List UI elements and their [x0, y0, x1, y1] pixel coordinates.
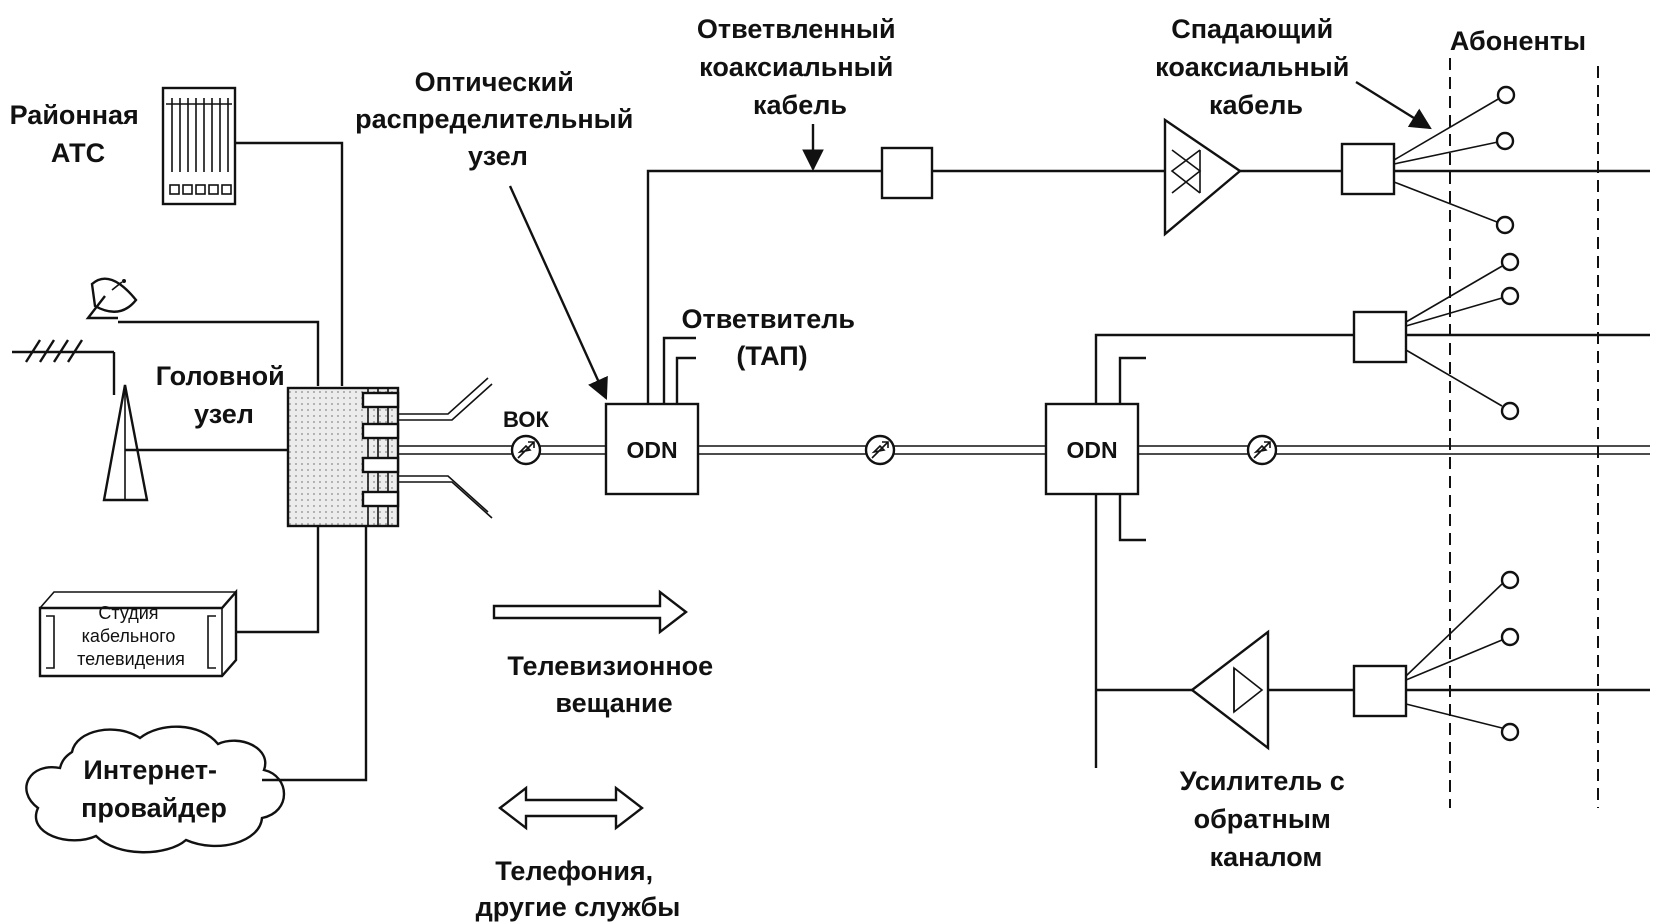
- tv-studio-icon: [38, 588, 238, 678]
- fiber-label: ВОК: [503, 407, 549, 432]
- transmitter-tower-icon: [102, 384, 149, 502]
- headend-outputs: [398, 377, 606, 519]
- satellite-link: [118, 320, 320, 386]
- pbx-icon: [161, 86, 237, 206]
- tap-label: Ответвитель (ТАП): [681, 304, 862, 371]
- legend-tv-label: Телевизионное вещание: [507, 651, 720, 718]
- fiber-splice-icon: [510, 434, 542, 466]
- tap-stub-1: [662, 336, 696, 404]
- top-subscriber-tap: [1340, 142, 1396, 196]
- cloud-icon: [25, 725, 286, 854]
- legend-tv-arrow: [492, 589, 688, 635]
- top-tap-box: [880, 146, 934, 200]
- mid-drops: [1405, 252, 1520, 421]
- subscribers-label: Абоненты: [1450, 26, 1586, 56]
- headend-block: [286, 386, 400, 528]
- optical-node-label: Оптический распределительный узел: [355, 67, 641, 171]
- satellite-dish-icon: [85, 277, 138, 320]
- odn-node-1: [604, 402, 700, 496]
- isp-label: Интернет- провайдер: [81, 755, 227, 823]
- top-drops: [1393, 85, 1516, 235]
- odn-node-2: [1044, 402, 1140, 496]
- optical-node-pointer: [508, 185, 608, 400]
- mid-subscriber-tap: [1352, 310, 1408, 364]
- branch-coax-label: Ответвленный коаксиальный кабель: [697, 14, 903, 120]
- odn2-stub-top: [1118, 356, 1146, 404]
- fiber-splice-icon: [864, 434, 896, 466]
- tv-antenna-icon: [12, 339, 116, 395]
- odn2-stub-bottom: [1118, 494, 1146, 542]
- studio-link: [236, 526, 320, 634]
- legend-telephony-label: Телефония, другие службы: [476, 856, 681, 922]
- isp-link: [262, 526, 368, 782]
- headend-label: Головной узел: [156, 361, 293, 429]
- odn-node-1-label: ODN: [626, 437, 677, 463]
- bottom-drops: [1405, 570, 1520, 742]
- drop-coax-label: Спадающий коаксиальный кабель: [1155, 14, 1357, 120]
- amplifier-icon: [1163, 117, 1242, 237]
- pbx-link: [235, 141, 344, 386]
- odn-node-2-label: ODN: [1066, 437, 1117, 463]
- legend-telephony-arrow: [498, 785, 644, 831]
- drop-coax-pointer: [1355, 80, 1432, 130]
- studio-label: Студия кабельного телевидения: [77, 603, 185, 669]
- pbx-label: Районная АТС: [10, 100, 147, 168]
- amplifier-icon: [1190, 629, 1270, 751]
- tap-stub-2: [675, 356, 696, 404]
- bottom-subscriber-tap: [1352, 664, 1408, 718]
- fiber-splice-icon: [1246, 434, 1278, 466]
- odn2-coax-trunk: [1094, 333, 1354, 404]
- amplifier-return-label: Усилитель с обратным каналом: [1180, 766, 1352, 872]
